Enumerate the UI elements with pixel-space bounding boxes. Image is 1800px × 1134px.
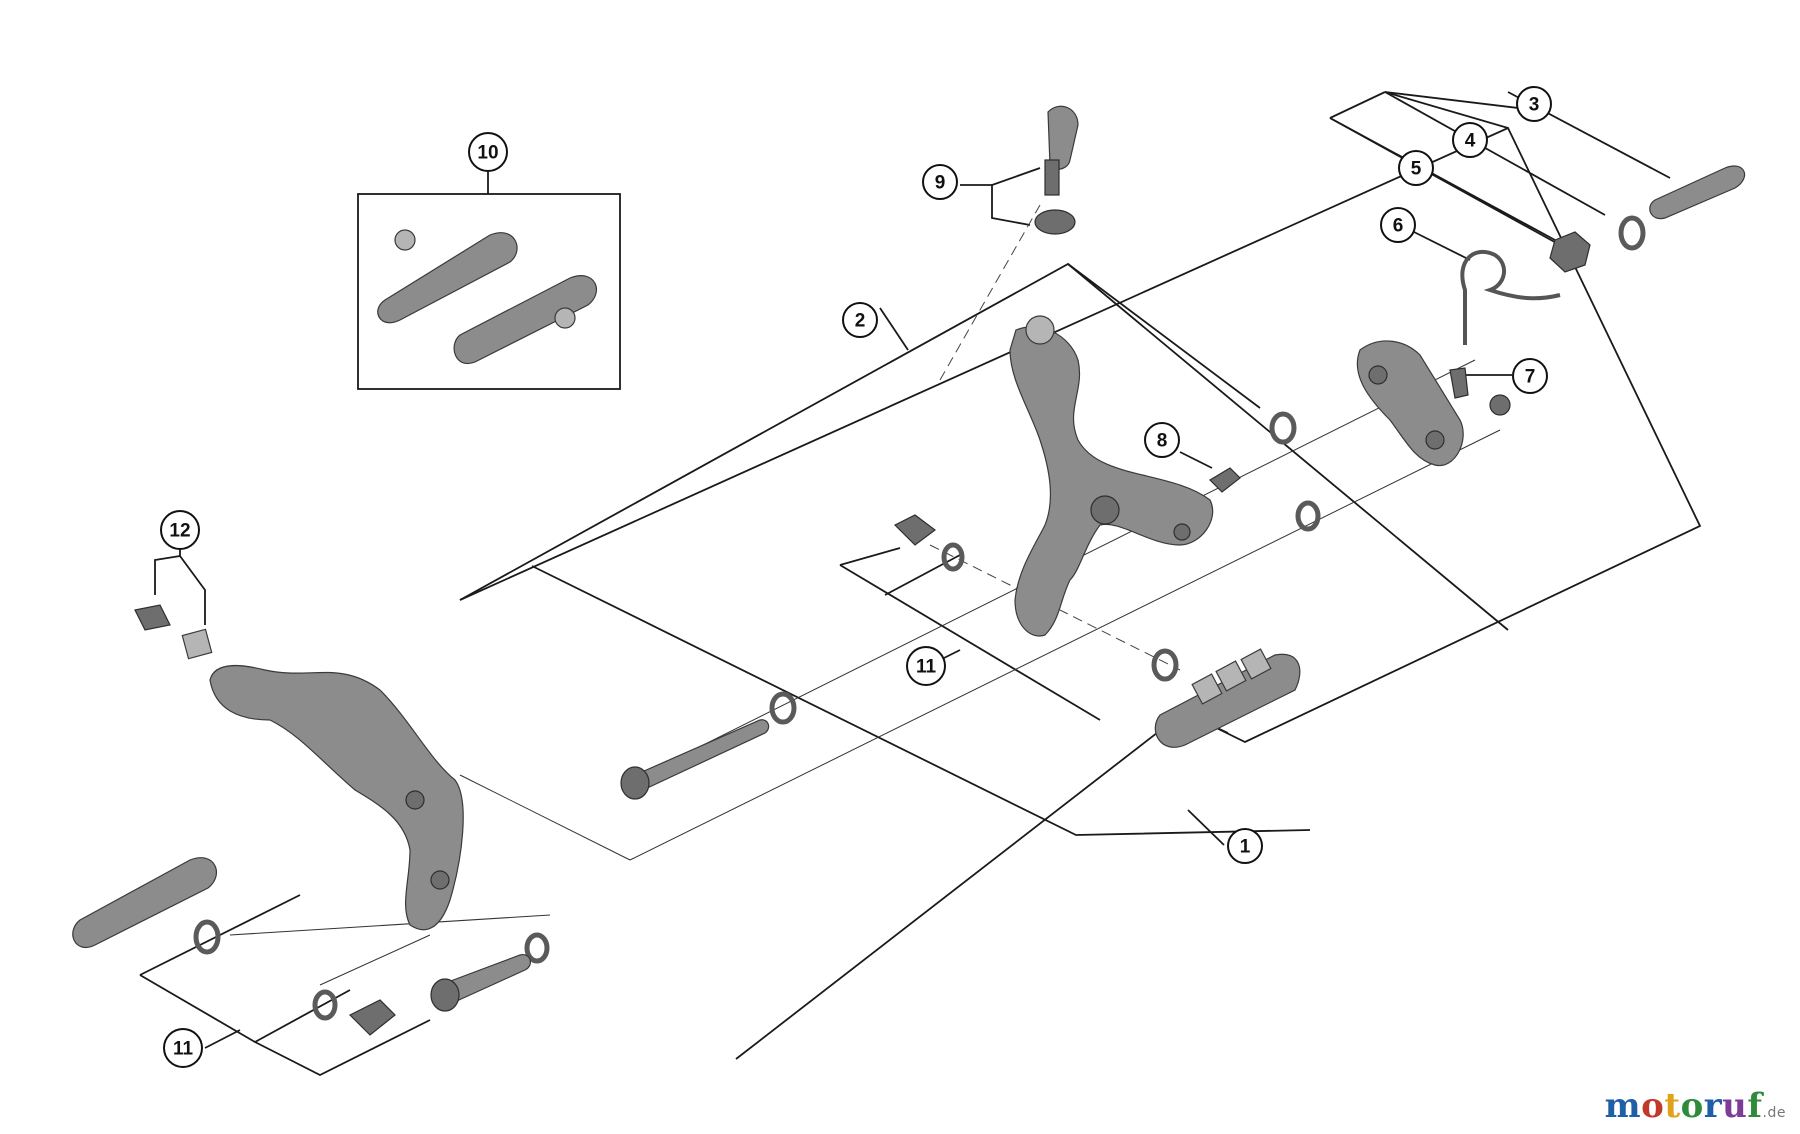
- svg-text:4: 4: [1465, 131, 1476, 152]
- watermark-letter: u: [1722, 1086, 1748, 1126]
- callout-8: 8: [1144, 422, 1180, 458]
- callout-4: 4: [1452, 122, 1488, 158]
- bracket-lines: [139, 91, 1702, 1077]
- callout-1: 1: [1227, 828, 1263, 864]
- svg-text:12: 12: [169, 521, 190, 542]
- callout-6: 6: [1380, 207, 1416, 243]
- svg-text:3: 3: [1529, 95, 1540, 116]
- callout-11-center: 11: [906, 646, 946, 686]
- watermark-letter: o: [1680, 1086, 1704, 1126]
- watermark-letter: r: [1703, 1086, 1723, 1126]
- svg-text:6: 6: [1393, 216, 1404, 237]
- svg-text:10: 10: [477, 143, 498, 164]
- callout-9: 9: [922, 164, 958, 200]
- svg-text:9: 9: [935, 173, 946, 194]
- motoruf-watermark-logo: motoruf.de: [1605, 1086, 1786, 1126]
- svg-text:7: 7: [1525, 367, 1536, 388]
- watermark-letter: m: [1604, 1086, 1642, 1126]
- callout-5: 5: [1398, 150, 1434, 186]
- callout-12: 12: [160, 510, 200, 550]
- watermark-suffix: .de: [1762, 1105, 1786, 1121]
- svg-text:2: 2: [855, 311, 866, 332]
- svg-text:11: 11: [173, 1039, 194, 1060]
- svg-text:5: 5: [1411, 159, 1422, 180]
- callout-10: 10: [468, 132, 508, 172]
- watermark-letter: o: [1641, 1086, 1665, 1126]
- callout-11-left: 11: [163, 1028, 203, 1068]
- svg-text:8: 8: [1157, 431, 1168, 452]
- svg-text:11: 11: [916, 657, 937, 678]
- callout-7: 7: [1512, 358, 1548, 394]
- brake-parts: [72, 105, 1746, 1036]
- svg-text:1: 1: [1240, 837, 1251, 858]
- watermark-letter: f: [1747, 1086, 1763, 1126]
- watermark-letter: t: [1664, 1086, 1681, 1126]
- callout-3: 3: [1516, 86, 1552, 122]
- callout-2: 2: [842, 302, 878, 338]
